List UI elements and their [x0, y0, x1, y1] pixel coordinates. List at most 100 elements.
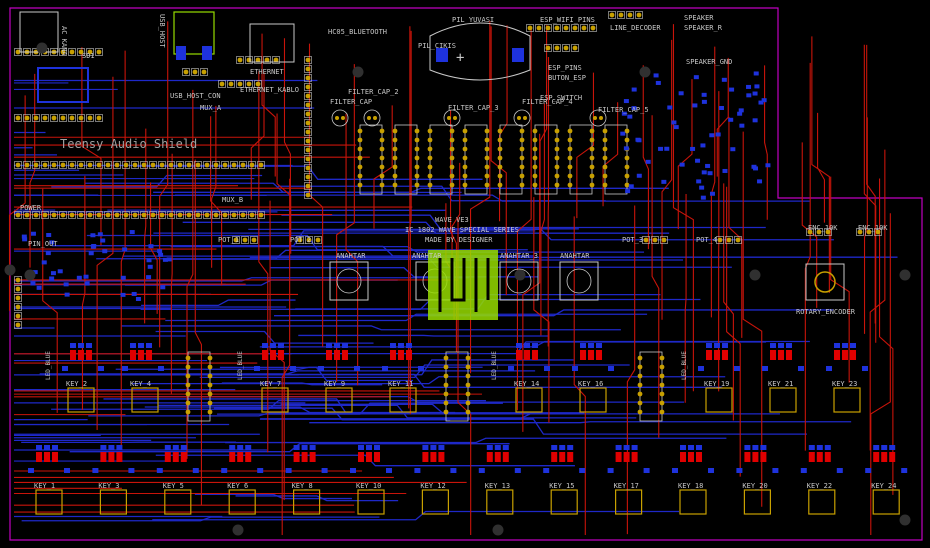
ic-4-pad — [484, 146, 490, 152]
led-pad — [309, 445, 316, 450]
ic-3-pad — [427, 128, 433, 134]
top-trace — [539, 25, 548, 233]
hc05-header-pin — [304, 137, 312, 145]
mount-hole — [899, 514, 911, 526]
led-pad — [808, 445, 815, 450]
hc05-header-pin — [304, 83, 312, 91]
ethernet-kablo-header-pad — [228, 81, 234, 87]
top-trace — [710, 46, 716, 318]
esp-wifi-header-pin — [562, 24, 570, 32]
enc-10k-a-header-pad — [816, 229, 822, 235]
resistor-pad — [798, 366, 804, 371]
mux-ic-pad — [659, 400, 665, 406]
teensy-mid-header-pin — [59, 114, 67, 122]
smd-part — [76, 275, 82, 280]
smd-part — [90, 233, 96, 238]
selected-module-pattern — [438, 258, 490, 312]
resistor-pad — [128, 468, 135, 473]
ic-7-pad — [589, 164, 595, 170]
ic-8-pad — [602, 164, 608, 170]
ic-1-outline — [359, 124, 383, 195]
led-pad — [631, 445, 638, 450]
key-label: KEY_5 — [163, 482, 184, 490]
esp-wifi-header-pin — [571, 24, 579, 32]
smd-part — [701, 92, 707, 97]
hc05-header-pad — [305, 93, 311, 99]
filter-cap-pad — [447, 116, 451, 120]
filter-cap-pad — [453, 116, 457, 120]
led-pad — [146, 343, 152, 348]
resistor-pad — [254, 366, 260, 371]
led-red — [551, 452, 558, 462]
smd-part — [753, 71, 759, 76]
pot-2-header-pin — [314, 236, 322, 244]
ic-7-pad — [567, 182, 573, 188]
key-label: KEY_13 — [485, 482, 510, 490]
ethernet-kablo-header-pad — [246, 81, 252, 87]
teensy-bottom-header-pin — [230, 211, 238, 219]
teensy-lower-header-pad — [33, 162, 39, 168]
rotary-encoder-label: ROTARY_ENCODER — [796, 308, 856, 316]
teensy-bottom-header-pin — [212, 211, 220, 219]
smd-part — [129, 230, 135, 235]
led-blue-label: LED_BLUE — [237, 351, 244, 380]
bottom-trace — [248, 228, 834, 241]
pot-1-header-pad — [251, 237, 257, 243]
esp-wifi-header-pad — [527, 25, 533, 31]
resistor-pad — [672, 468, 678, 473]
teensy-lower-header-pin — [41, 161, 49, 169]
led-pad — [486, 445, 493, 450]
led-red — [752, 452, 759, 462]
smd-part — [678, 91, 684, 96]
teensy-lower-header-pin — [23, 161, 31, 169]
ic-3-pad — [449, 155, 455, 161]
hc05-header-pad — [305, 165, 311, 171]
ic-2-pad — [392, 128, 398, 134]
hc05-header-pin — [304, 146, 312, 154]
teensy-mid-header-pad — [60, 115, 66, 121]
led-red — [631, 452, 638, 462]
line-decoder-header-pad — [609, 12, 615, 18]
led-pad — [116, 445, 123, 450]
resistor-pad — [698, 366, 704, 371]
esp-wifi-header-pad — [590, 25, 596, 31]
mount-hole — [36, 42, 48, 54]
led-pad — [237, 445, 244, 450]
switch-outline — [329, 261, 369, 301]
filter-cap-pad — [523, 116, 527, 120]
top-trace — [120, 50, 126, 449]
resistor-pad — [579, 468, 586, 473]
led-pad — [714, 343, 720, 348]
top-trace — [96, 76, 114, 431]
smd-part — [692, 103, 698, 108]
smd-part — [22, 237, 28, 242]
ic-6-pad — [532, 137, 538, 143]
led-pad — [760, 445, 767, 450]
bottom-trace — [281, 214, 579, 230]
esp-wifi-header-pad — [536, 25, 542, 31]
resistor-pad — [386, 468, 392, 473]
usb-host-con-header-pad — [183, 69, 189, 75]
key-switch-KEY_15 — [550, 489, 578, 515]
ic-8-pad — [602, 182, 608, 188]
teensy-top-header-pad — [15, 49, 21, 55]
smd-part — [158, 252, 164, 257]
smd-part — [46, 232, 52, 237]
smd-part — [49, 240, 55, 245]
resistor-pad — [192, 468, 199, 473]
resistor-pad — [514, 468, 521, 473]
pot-1-header-pin — [232, 236, 240, 244]
hc05-label: HC05_BLUETOOTH — [328, 28, 387, 36]
smd-part — [63, 282, 69, 287]
smd-part — [673, 125, 679, 130]
top-trace — [684, 194, 687, 403]
ic-2-pad — [414, 128, 420, 134]
ic-1-pad — [357, 128, 363, 134]
key-switch-KEY_16 — [579, 387, 607, 413]
teensy-lower-header-pin — [158, 161, 166, 169]
ethernet-header-pin — [245, 56, 253, 64]
mux-ic-pad — [443, 391, 449, 397]
esp-wifi-header-pin — [544, 24, 552, 32]
